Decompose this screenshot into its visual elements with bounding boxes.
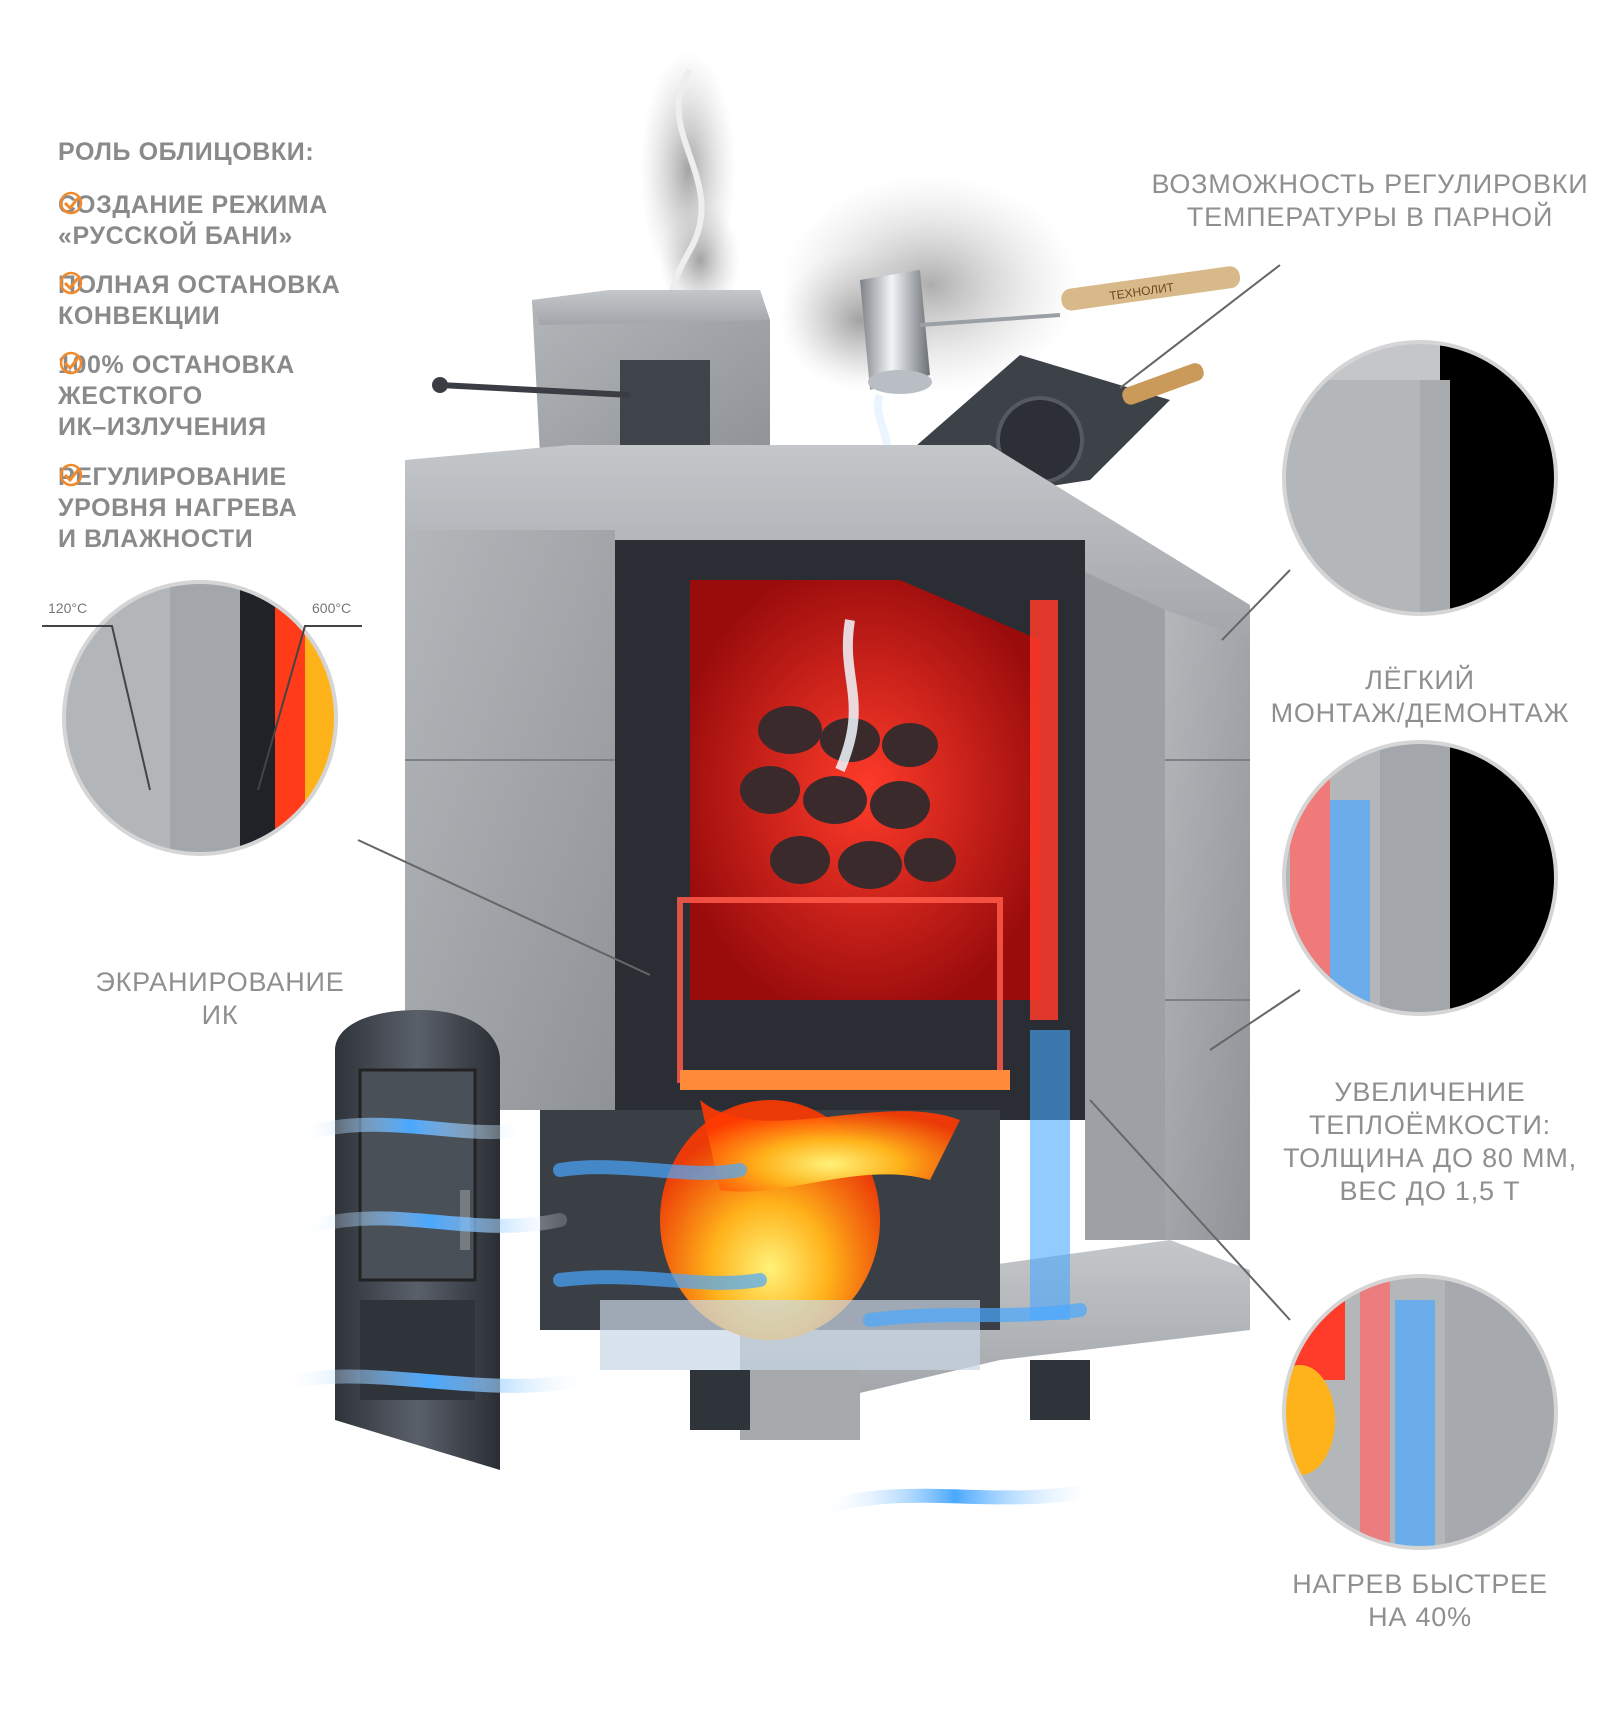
callout-ir-shielding: ЭКРАНИРОВАНИЕ ИК bbox=[70, 966, 370, 1032]
feature-item: СОЗДАНИЕ РЕЖИМА «РУССКОЙ БАНИ» bbox=[58, 190, 328, 252]
callout-mounting: ЛЁГКИЙ МОНТАЖ/ДЕМОНТАЖ bbox=[1260, 664, 1580, 730]
callout-line: ИК bbox=[201, 1000, 239, 1030]
callout-line: ТЕПЛОЁМКОСТИ: bbox=[1309, 1110, 1551, 1140]
air-flow-arrows bbox=[273, 1117, 1097, 1517]
temperature-label-inner: 600°C bbox=[312, 600, 352, 616]
callout-line: НА 40% bbox=[1368, 1602, 1472, 1632]
callout-lines bbox=[357, 264, 1301, 1321]
ladle: ТЕХНОЛИТ bbox=[860, 266, 1241, 473]
callout-line: ТОЛЩИНА ДО 80 ММ, bbox=[1283, 1143, 1577, 1173]
temperature-label-outer: 120°C bbox=[48, 600, 88, 616]
callout-line: МОНТАЖ/ДЕМОНТАЖ bbox=[1270, 698, 1570, 728]
feature-line3: И ВЛАЖНОСТИ bbox=[58, 525, 254, 553]
checkmark-circle-icon bbox=[59, 271, 83, 295]
chimney-block bbox=[432, 290, 770, 455]
checkmark-circle-icon bbox=[59, 351, 83, 375]
stove-inner-cavity bbox=[540, 540, 1090, 1430]
firebox-door bbox=[335, 1010, 500, 1470]
features-title: РОЛЬ ОБЛИЦОВКИ: bbox=[58, 138, 315, 166]
callout-heating: НАГРЕВ БЫСТРЕЕ НА 40% bbox=[1270, 1568, 1570, 1634]
callout-line: ТЕМПЕРАТУРЫ В ПАРНОЙ bbox=[1186, 202, 1554, 232]
callout-line: НАГРЕВ БЫСТРЕЕ bbox=[1292, 1569, 1548, 1599]
checkmark-circle-icon bbox=[59, 463, 83, 487]
feature-line2: «РУССКОЙ БАНИ» bbox=[58, 222, 293, 250]
callout-line: ЛЁГКИЙ bbox=[1365, 665, 1475, 695]
feature-line1: РЕГУЛИРОВАНИЕ bbox=[58, 463, 287, 491]
feature-item: 100% ОСТАНОВКА ЖЕСТКОГО ИК–ИЗЛУЧЕНИЯ bbox=[58, 350, 295, 443]
feature-line1: ПОЛНАЯ ОСТАНОВКА bbox=[58, 271, 341, 299]
detail-circle-heat-capacity bbox=[1284, 742, 1556, 1014]
feature-line1: СОЗДАНИЕ РЕЖИМА bbox=[58, 191, 328, 219]
feature-line1: 100% ОСТАНОВКА bbox=[58, 351, 295, 379]
feature-line3: ИК–ИЗЛУЧЕНИЯ bbox=[58, 413, 267, 441]
callout-line: ЭКРАНИРОВАНИЕ bbox=[95, 967, 345, 997]
feature-item: РЕГУЛИРОВАНИЕ УРОВНЯ НАГРЕВА И ВЛАЖНОСТИ bbox=[58, 462, 297, 555]
feature-item: ПОЛНАЯ ОСТАНОВКА КОНВЕКЦИИ bbox=[58, 270, 340, 332]
feature-line2: КОНВЕКЦИИ bbox=[58, 302, 221, 330]
callout-heat-capacity: УВЕЛИЧЕНИЕ ТЕПЛОЁМКОСТИ: ТОЛЩИНА ДО 80 М… bbox=[1270, 1076, 1590, 1208]
checkmark-circle-icon bbox=[59, 191, 83, 215]
feature-line2: ЖЕСТКОГО bbox=[58, 382, 203, 410]
callout-line: ВОЗМОЖНОСТЬ РЕГУЛИРОВКИ bbox=[1151, 169, 1589, 199]
feature-line2: УРОВНЯ НАГРЕВА bbox=[58, 494, 298, 522]
callout-line: УВЕЛИЧЕНИЕ bbox=[1334, 1077, 1526, 1107]
callout-line: ВЕС ДО 1,5 Т bbox=[1339, 1176, 1521, 1206]
callout-regulation: ВОЗМОЖНОСТЬ РЕГУЛИРОВКИ ТЕМПЕРАТУРЫ В ПА… bbox=[1150, 168, 1590, 234]
